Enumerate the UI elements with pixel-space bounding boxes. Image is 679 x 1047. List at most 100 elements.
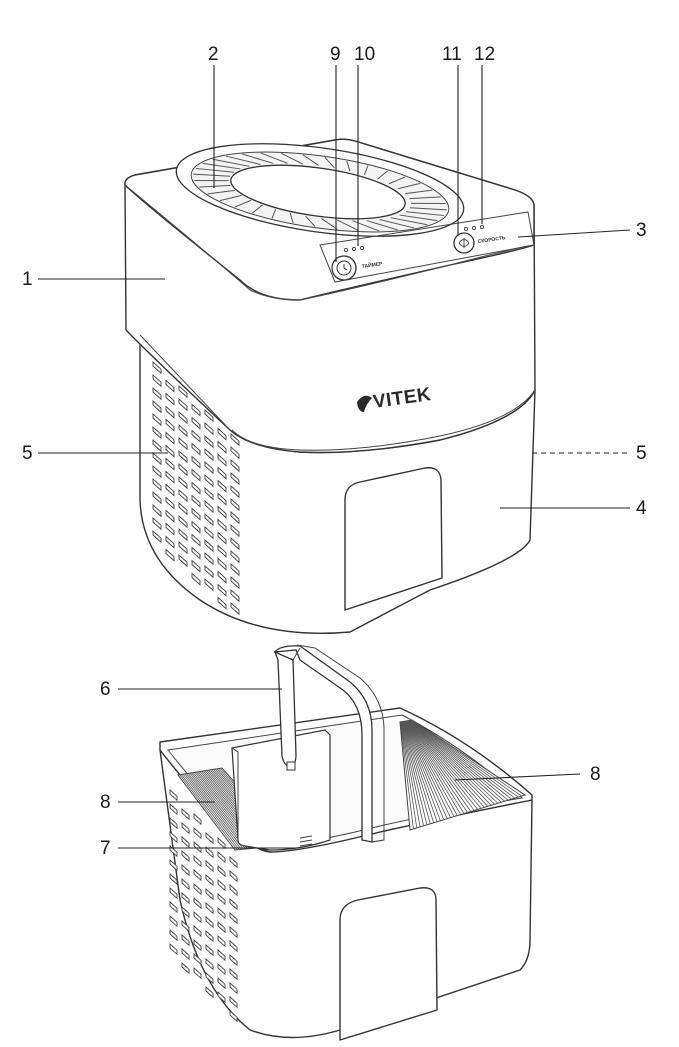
tank-handle[interactable] bbox=[273, 644, 385, 843]
grille-slot bbox=[204, 577, 214, 592]
grille-slot bbox=[181, 933, 190, 947]
outlet-slat bbox=[405, 189, 433, 195]
grille-slot bbox=[217, 557, 227, 571]
grille-slot bbox=[230, 458, 240, 473]
grille-slot bbox=[205, 859, 214, 873]
callout-6: 6 bbox=[100, 679, 111, 700]
outlet-slat bbox=[199, 184, 231, 188]
grille-slot bbox=[229, 855, 238, 869]
tank-seam bbox=[231, 389, 536, 451]
filter-fin bbox=[407, 720, 482, 809]
grille-slot bbox=[217, 518, 227, 532]
filter-fin bbox=[404, 720, 462, 815]
filter-fin bbox=[408, 720, 495, 805]
water-tank-removed bbox=[159, 644, 533, 1041]
outlet-slat bbox=[321, 217, 338, 230]
callout-11: 11 bbox=[442, 44, 462, 65]
grille-slot bbox=[181, 863, 190, 877]
grille-slot bbox=[229, 1009, 238, 1023]
outlet-slat bbox=[406, 211, 445, 217]
filter-fin bbox=[181, 774, 240, 850]
grille-slot bbox=[178, 384, 188, 399]
grille-slot bbox=[165, 483, 175, 497]
grille-slot bbox=[193, 966, 202, 980]
grille-slot bbox=[205, 873, 214, 887]
grille-slot bbox=[217, 583, 227, 597]
grille-slot bbox=[205, 929, 214, 943]
filter-fin bbox=[402, 721, 441, 821]
grille-slot bbox=[152, 425, 162, 440]
grille-slot bbox=[204, 408, 214, 423]
outlet-slat bbox=[242, 153, 274, 164]
grille-slot bbox=[178, 462, 188, 477]
filter-fin bbox=[409, 720, 502, 803]
unit-top-rim bbox=[124, 184, 535, 301]
grille-slot bbox=[181, 919, 190, 933]
grille-slot bbox=[165, 444, 175, 458]
grille-slot bbox=[229, 953, 238, 967]
outlet-slat bbox=[377, 170, 388, 180]
callout-5-right: 5 bbox=[636, 443, 647, 464]
grille-slot bbox=[217, 466, 227, 480]
grille-slot bbox=[165, 470, 175, 484]
grille-slot bbox=[169, 788, 178, 802]
grille-slot bbox=[165, 509, 175, 523]
filter-fin bbox=[402, 721, 438, 822]
grille-slot bbox=[229, 911, 238, 925]
grille-slot bbox=[193, 952, 202, 966]
outlet-slat bbox=[195, 167, 234, 173]
grille-slot bbox=[169, 928, 178, 942]
grille-slot bbox=[152, 386, 162, 401]
grille-slot bbox=[230, 445, 240, 460]
grille-slot bbox=[169, 900, 178, 914]
grille-slot bbox=[217, 531, 227, 545]
grille-slot bbox=[204, 538, 214, 553]
grille-slot bbox=[205, 887, 214, 901]
grille-slot bbox=[217, 920, 226, 934]
outlet-slat bbox=[207, 189, 235, 195]
filter-fin bbox=[400, 721, 418, 829]
leader-line-3 bbox=[517, 229, 631, 238]
grille-slot bbox=[230, 601, 240, 616]
grille-slot bbox=[178, 514, 188, 529]
outlet-slat bbox=[398, 182, 421, 190]
timer-indicators bbox=[343, 245, 365, 253]
tank-side-grille bbox=[169, 788, 238, 1023]
grille-slot bbox=[205, 831, 214, 845]
grille-slot bbox=[169, 886, 178, 900]
grille-slot bbox=[217, 505, 227, 519]
side-air-grille bbox=[152, 360, 240, 616]
grille-slot bbox=[204, 512, 214, 527]
grille-slot bbox=[178, 423, 188, 438]
grille-slot bbox=[204, 551, 214, 566]
filter-fin bbox=[186, 773, 246, 850]
grille-slot bbox=[229, 981, 238, 995]
grille-slot bbox=[191, 533, 201, 547]
vitek-leaf-icon bbox=[357, 395, 372, 412]
grille-slot bbox=[217, 850, 226, 864]
filter-fin bbox=[403, 721, 445, 820]
filter-fin bbox=[399, 721, 414, 830]
grille-slot bbox=[169, 858, 178, 872]
filter-fin bbox=[404, 721, 455, 817]
speed-button[interactable] bbox=[453, 232, 475, 254]
grille-slot bbox=[181, 891, 190, 905]
main-unit: ТАЙМЕР СКОРОСТЬ VITEK bbox=[124, 138, 536, 635]
leader-line-8b bbox=[454, 773, 581, 781]
callouts: 1 2 3 4 5 5 6 7 8 8 9 10 11 bbox=[22, 44, 647, 859]
filter-fin bbox=[401, 721, 424, 826]
grille-slot bbox=[205, 971, 214, 985]
grille-slot bbox=[191, 559, 201, 573]
filter-fin bbox=[401, 721, 431, 824]
grille-slot bbox=[217, 934, 226, 948]
grille-slot bbox=[152, 438, 162, 453]
grille-slot bbox=[191, 455, 201, 469]
callout-1: 1 bbox=[22, 269, 33, 290]
grille-slot bbox=[193, 910, 202, 924]
filter-fin bbox=[407, 720, 489, 807]
grille-slot bbox=[178, 553, 188, 568]
callout-4: 4 bbox=[636, 498, 647, 519]
grille-slot bbox=[191, 520, 201, 534]
timer-label: ТАЙМЕР bbox=[361, 259, 383, 270]
timer-button[interactable] bbox=[331, 255, 357, 281]
